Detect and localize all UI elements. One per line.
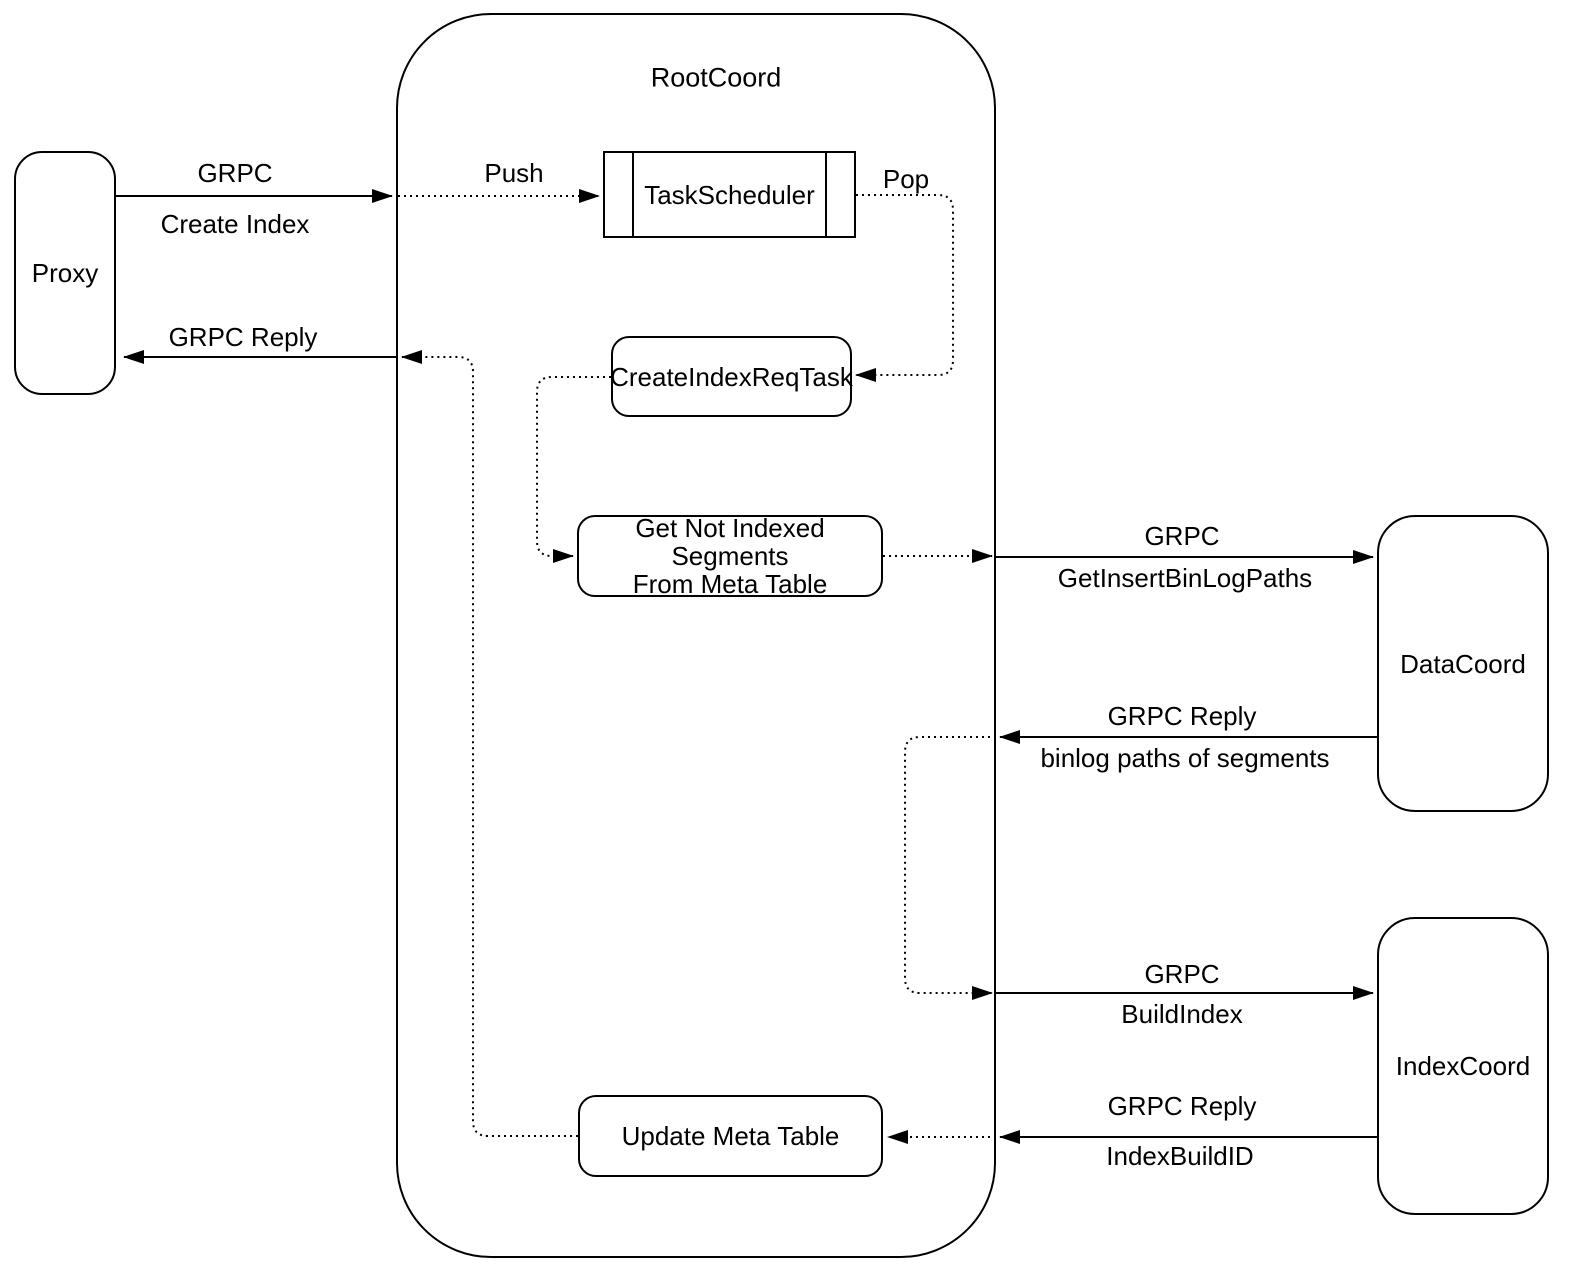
edge-pop	[855, 194, 954, 382]
node-update-meta-table: Update Meta Table	[578, 1095, 883, 1177]
node-index-coord: IndexCoord	[1377, 917, 1549, 1215]
create-index-req-task-label: CreateIndexReqTask	[610, 361, 853, 392]
update-meta-table-label: Update Meta Table	[621, 1121, 840, 1151]
label-grpc-reply-binlog-1: GRPC Reply	[1107, 701, 1257, 731]
index-coord-label: IndexCoord	[1395, 1051, 1531, 1081]
label-grpc-buildindex-1: GRPC	[1144, 959, 1220, 989]
label-grpc-getinsert-2: GetInsertBinLogPaths	[1057, 563, 1313, 593]
task-scheduler-right-bar	[825, 153, 827, 236]
edge-updatemeta-to-grpcreply	[401, 350, 578, 1137]
label-grpc-create-index-2: Create Index	[160, 209, 310, 239]
label-grpc-getinsert-1: GRPC	[1144, 521, 1220, 551]
label-grpc-create-index-1: GRPC	[197, 158, 273, 188]
edge-reqtask-to-getsegments	[536, 376, 611, 563]
label-push: Push	[484, 158, 544, 188]
rootcoord-title: RootCoord	[650, 62, 782, 93]
data-coord-label: DataCoord	[1400, 648, 1526, 679]
label-grpc-reply-buildid-1: GRPC Reply	[1107, 1091, 1257, 1121]
task-scheduler-left-bar	[632, 153, 634, 236]
proxy-label: Proxy	[31, 258, 99, 288]
node-get-not-indexed-segments: Get Not Indexed Segments From Meta Table	[577, 513, 883, 599]
label-grpc-reply-binlog-2: binlog paths of segments	[1040, 743, 1330, 773]
label-grpc-buildindex-2: BuildIndex	[1121, 999, 1243, 1029]
get-not-indexed-segments-label: Get Not Indexed Segments From Meta Table	[632, 513, 828, 599]
node-data-coord: DataCoord	[1377, 515, 1549, 812]
label-grpc-reply-to-proxy: GRPC Reply	[168, 322, 318, 352]
node-create-index-req-task: CreateIndexReqTask	[610, 336, 853, 417]
rootcoord-container	[396, 13, 996, 1258]
node-task-scheduler: TaskScheduler	[603, 151, 856, 238]
label-pop: Pop	[882, 164, 930, 194]
node-proxy: Proxy	[14, 151, 116, 395]
label-grpc-reply-buildid-2: IndexBuildID	[1106, 1141, 1254, 1171]
edge-binlog-to-buildindex-loop	[904, 736, 996, 1000]
task-scheduler-label: TaskScheduler	[644, 179, 815, 210]
